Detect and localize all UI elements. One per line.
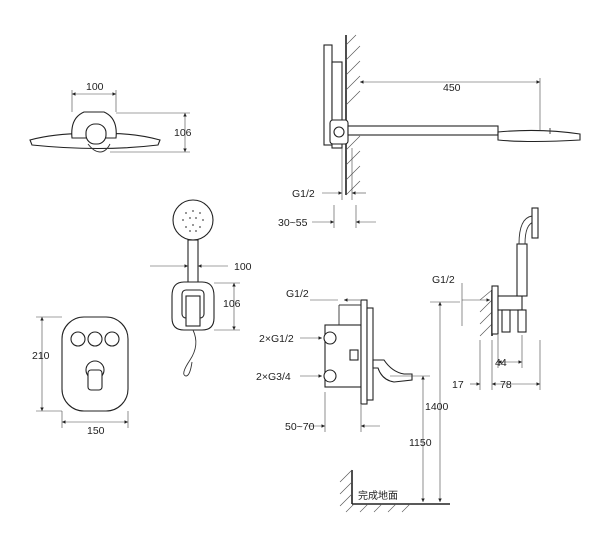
dim-wall-depth: 30~55 xyxy=(278,217,308,229)
wall-hatch xyxy=(345,34,361,196)
hand-shower-view: 100 106 xyxy=(150,199,252,377)
dim-wall-thread: G1/2 xyxy=(292,188,315,200)
dim-height-lower: 1150 xyxy=(409,437,432,449)
floor-hatch xyxy=(339,469,411,513)
shower-arm-side-view: 450 G1/2 30~55 xyxy=(278,34,581,229)
dim-outlet-width: 44 xyxy=(495,357,507,369)
dim-height-upper: 1400 xyxy=(425,401,449,413)
dim-hand-shower-height: 106 xyxy=(223,298,241,310)
bracket-wall-hatch xyxy=(479,289,493,337)
hand-shower-bracket-view: G1/2 44 17 78 xyxy=(432,207,541,391)
dim-valve-thread-top: G1/2 xyxy=(286,288,309,300)
dim-valve-plate-height: 210 xyxy=(32,350,50,362)
dim-shower-head-height: 106 xyxy=(174,127,192,139)
dim-outlet-offset: 17 xyxy=(452,379,464,391)
dim-valve-depth: 50~70 xyxy=(285,421,315,433)
dim-valve-outlets: 2×G3/4 xyxy=(256,371,291,383)
floor-label: 完成地面 xyxy=(358,489,398,502)
dim-outlet-thread: G1/2 xyxy=(432,274,455,286)
shower-head-front-view: 100 106 xyxy=(29,81,192,153)
valve-plate-front-view: 210 150 xyxy=(32,316,129,437)
dim-valve-plate-width: 150 xyxy=(87,425,105,437)
valve-body-side-view: G1/2 2×G1/2 2×G3/4 50~70 xyxy=(256,288,413,433)
dim-arm-length: 450 xyxy=(443,82,461,94)
dim-outlet-projection: 78 xyxy=(500,379,512,391)
dim-valve-inlets: 2×G1/2 xyxy=(259,333,294,345)
dim-shower-head-width: 100 xyxy=(86,81,104,93)
hand-shower-nozzle-dots xyxy=(182,210,204,232)
dim-hand-shower-width: 100 xyxy=(234,261,252,273)
height-dimensions: 1400 1150 完成地面 xyxy=(339,301,460,513)
